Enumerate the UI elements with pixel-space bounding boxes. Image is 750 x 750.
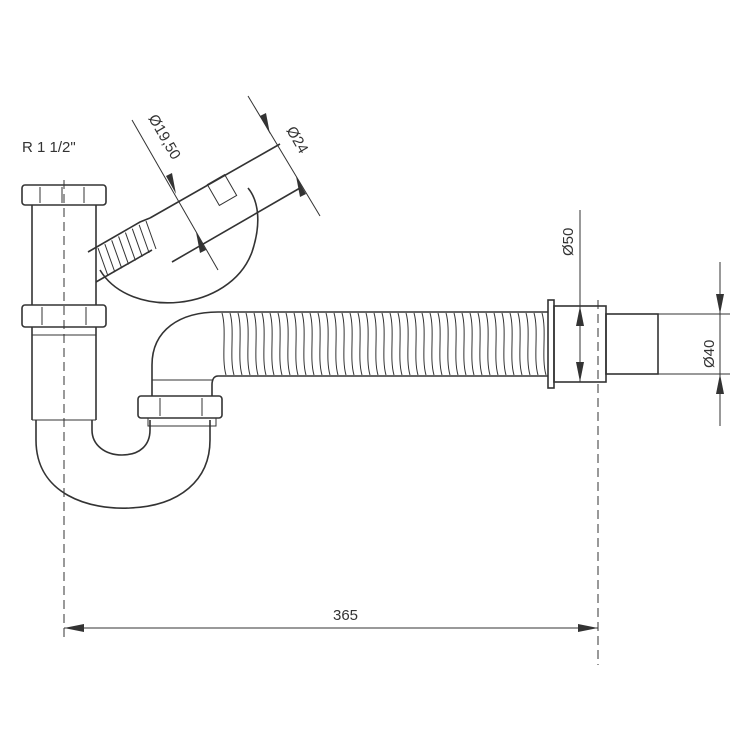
hose-rib — [541, 312, 547, 376]
length-label: 365 — [333, 607, 358, 624]
hose-rib — [429, 312, 435, 376]
bend-nut — [137, 395, 223, 427]
u-bend — [35, 420, 211, 509]
hose-rib — [269, 312, 275, 376]
hose-rib — [229, 312, 235, 376]
overflow-inlet — [87, 143, 301, 304]
hose-rib — [237, 312, 243, 376]
hose-rib — [389, 312, 395, 376]
hose-rib — [509, 312, 515, 376]
thread-size-label: R 1 1/2" — [22, 139, 76, 156]
hose-rib — [301, 312, 307, 376]
hose-rib — [421, 312, 427, 376]
hose-rib — [317, 312, 323, 376]
hose-rib — [405, 312, 411, 376]
hose-rib — [501, 312, 507, 376]
dia-24-dimension — [247, 95, 321, 217]
length-dimension — [64, 624, 598, 632]
vertical-pipe — [31, 205, 97, 305]
outlet-pipe — [547, 299, 659, 389]
hose-rib — [397, 312, 403, 376]
hose-rib — [525, 312, 531, 376]
dia-40-dimension — [658, 262, 730, 426]
hose-rib — [445, 312, 451, 376]
hose-rib — [309, 312, 315, 376]
hose-rib — [261, 312, 267, 376]
dia-24-label: Ø24 — [283, 124, 312, 157]
hose-rib — [253, 312, 259, 376]
small-hose-rib — [131, 228, 143, 257]
hose-rib — [533, 312, 539, 376]
hose-rib — [477, 312, 483, 376]
hose-rib — [325, 312, 331, 376]
hose-rib — [453, 312, 459, 376]
small-hose-rib — [124, 232, 136, 261]
small-hose-rib — [145, 220, 157, 250]
hose-rib — [413, 312, 419, 376]
hose-rib — [365, 312, 371, 376]
hose-rib — [373, 312, 379, 376]
small-hose-rib — [111, 240, 123, 269]
hose-rib — [333, 312, 339, 376]
hose-rib — [517, 312, 523, 376]
dia-50-label: Ø50 — [560, 228, 577, 256]
hose-rib — [349, 312, 355, 376]
dia-40-label: Ø40 — [701, 340, 718, 368]
small-hose-rib — [97, 247, 109, 277]
small-hose-rib — [104, 243, 116, 273]
corrugated-hose — [218, 311, 548, 377]
outlet-elbow — [151, 311, 219, 396]
hose-rib — [469, 312, 475, 376]
hose-rib — [461, 312, 467, 376]
hose-rib — [245, 312, 251, 376]
hose-rib — [277, 312, 283, 376]
dia-50-dimension — [576, 210, 584, 382]
hose-rib — [341, 312, 347, 376]
hose-rib — [357, 312, 363, 376]
hose-rib — [221, 312, 227, 376]
small-hose-rib — [118, 236, 130, 265]
hose-rib — [293, 312, 299, 376]
dia-19-50-label: Ø19,50 — [145, 112, 184, 163]
hose-rib — [381, 312, 387, 376]
hose-rib — [437, 312, 443, 376]
hose-rib — [493, 312, 499, 376]
hose-rib — [485, 312, 491, 376]
dia-19-50-dimension — [131, 119, 219, 271]
hose-rib — [285, 312, 291, 376]
small-hose-rib — [138, 224, 150, 254]
